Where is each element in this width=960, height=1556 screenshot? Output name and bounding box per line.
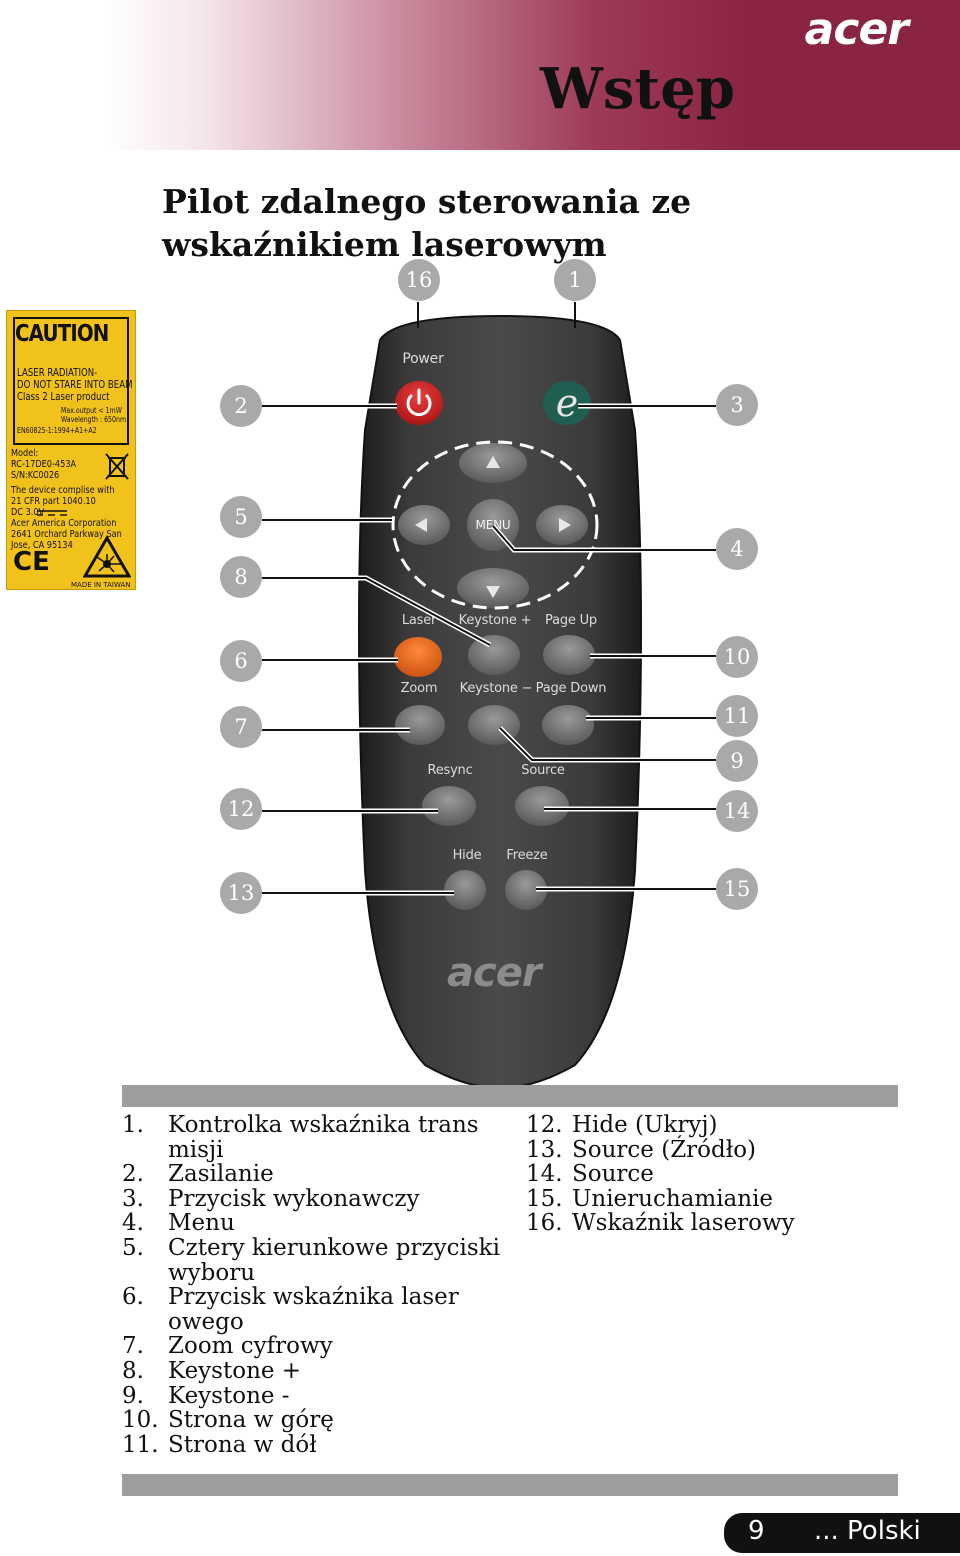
callout-6: 6 (220, 640, 262, 682)
legend-item: 7.Zoom cyfrowy (122, 1333, 333, 1360)
callout-7: 7 (220, 706, 262, 748)
dc-symbol-icon (37, 510, 67, 516)
page-up-label: Page Up (545, 613, 597, 628)
callout-3: 3 (716, 384, 758, 426)
caution-info-line: 2641 Orchard Parkway San (11, 529, 122, 540)
source-label: Source (521, 763, 565, 778)
laser-warning-icon (83, 535, 131, 578)
callout-11: 11 (716, 695, 758, 737)
zoom-button[interactable] (395, 705, 445, 745)
freeze-button[interactable] (505, 870, 547, 910)
left-arrow-icon (415, 518, 427, 532)
callout-4: 4 (716, 528, 758, 570)
caution-label: CAUTION LASER RADIATION- DO NOT STARE IN… (6, 310, 136, 590)
page-footer: 9 ... Polski (724, 1513, 960, 1553)
legend-item: 15.Unieruchamianie (526, 1185, 774, 1212)
callout-9: 9 (716, 740, 758, 782)
caution-spec-line: Max.output < 1mW (61, 406, 122, 415)
menu-label: MENU (475, 518, 511, 532)
legend-item: 5.Cztery kierunkowe przyciski wyboru (122, 1234, 500, 1286)
legend-item: 8.Keystone + (122, 1357, 302, 1384)
caution-info-line: Model: (11, 448, 39, 459)
resync-label: Resync (427, 763, 473, 778)
caution-standard: EN60825-1:1994+A1+A2 (17, 426, 97, 435)
weee-bin-icon (105, 453, 129, 480)
caution-spec-line: Wavelength : 650nm (61, 415, 127, 424)
keystone-plus-button[interactable] (468, 635, 520, 675)
empowering-button[interactable] (543, 381, 591, 425)
callout-1: 1 (554, 259, 596, 301)
caution-title: CAUTION (15, 321, 109, 347)
callout-16: 16 (398, 259, 440, 301)
caution-info-line: The device complise with (11, 485, 115, 496)
legend-item: 4.Menu (122, 1210, 235, 1237)
legend-item: 13.Source (Źródło) (526, 1136, 757, 1163)
laser-button[interactable] (394, 637, 442, 677)
section-title: Pilot zdalnego sterowania ze wskaźnikiem… (162, 182, 692, 264)
caution-box (13, 317, 129, 445)
up-arrow-icon (486, 456, 500, 468)
callout-13: 13 (220, 872, 262, 914)
laser-label: Laser (401, 613, 437, 628)
legend-list-left: 1.Kontrolka wskaźnika trans misji 2.Zasi… (122, 1113, 512, 1457)
hide-label: Hide (452, 848, 482, 863)
acer-logo: acer (804, 4, 909, 55)
source-button[interactable] (515, 786, 569, 826)
made-in-label: MADE IN TAIWAN (71, 581, 131, 589)
power-icon (406, 388, 432, 416)
callout-14: 14 (716, 790, 758, 832)
freeze-label: Freeze (506, 848, 548, 863)
page-down-label: Page Down (535, 681, 607, 696)
page-up-button[interactable] (543, 635, 595, 675)
e-key-icon: e (556, 381, 579, 425)
remote-acer-logo: acer (447, 950, 542, 996)
ce-mark: CE (13, 547, 50, 577)
resync-button[interactable] (422, 786, 476, 826)
keystone-plus-label: Keystone + (458, 613, 532, 628)
callout-5: 5 (220, 496, 262, 538)
callout-12: 12 (220, 788, 262, 830)
legend-top-bar (122, 1085, 898, 1107)
remote-control: e Power MENU Laser Keystone + Page Up Zo… (335, 310, 665, 1090)
keystone-minus-label: Keystone − (459, 681, 533, 696)
legend-list-right: 12.Hide (Ukryj) 13.Source (Źródło) 14.So… (526, 1113, 886, 1236)
legend-item: 14.Source (526, 1161, 654, 1188)
caution-info-line: 21 CFR part 1040.10 (11, 496, 96, 507)
caution-warning-line: Class 2 Laser product (17, 390, 110, 403)
keystone-minus-button[interactable] (468, 705, 520, 745)
legend-item: 1.Kontrolka wskaźnika trans misji (122, 1112, 479, 1163)
callout-15: 15 (716, 868, 758, 910)
legend-bottom-bar (122, 1474, 898, 1496)
caution-info-line: S/N:KC0026 (11, 470, 60, 481)
legend-item: 6.Przycisk wskaźnika laser owego (122, 1284, 459, 1335)
legend-item: 2.Zasilanie (122, 1161, 274, 1188)
language-label: ... Polski (814, 1516, 921, 1546)
callout-8: 8 (220, 556, 262, 598)
page-number: 9 (748, 1516, 765, 1546)
caution-warning-line: DO NOT STARE INTO BEAM (17, 378, 133, 391)
power-label: Power (402, 351, 444, 367)
legend-item: 11.Strona w dół (122, 1431, 317, 1458)
caution-info-line: Jose, CA 95134 (11, 540, 73, 551)
header-banner (0, 0, 960, 150)
caution-info-line: DC 3.0V (11, 507, 45, 518)
page-heading: Wstęp (540, 56, 736, 122)
hide-button[interactable] (444, 870, 486, 910)
callout-2: 2 (220, 385, 262, 427)
caution-warning-line: LASER RADIATION- (17, 366, 98, 379)
legend-item: 10.Strona w górę (122, 1407, 334, 1434)
caution-info-line: RC-17DE0-453A (11, 459, 77, 470)
legend-item: 3.Przycisk wykonawczy (122, 1185, 420, 1212)
legend-item: 12.Hide (Ukryj) (526, 1112, 718, 1138)
callout-10: 10 (716, 636, 758, 678)
zoom-label: Zoom (400, 681, 438, 696)
caution-info-line: Acer America Corporation (11, 518, 117, 529)
legend-item: 16.Wskaźnik laserowy (526, 1210, 795, 1237)
page-down-button[interactable] (542, 705, 594, 745)
legend-item: 9.Keystone - (122, 1382, 290, 1409)
